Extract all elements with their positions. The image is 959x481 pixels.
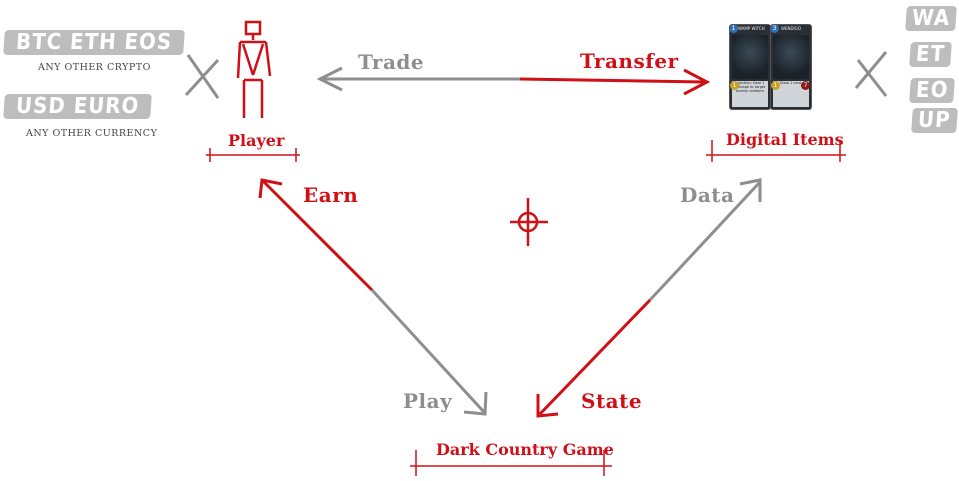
cost-gem: 1 <box>730 25 738 33</box>
fiat-chip: USD EURO <box>3 94 153 119</box>
crypto-chip: BTC ETH EOS <box>3 30 185 55</box>
card-title: WENDIGO <box>781 26 801 31</box>
earn-line <box>260 178 374 292</box>
player-bracket <box>206 148 300 162</box>
game-bracket <box>410 450 612 476</box>
transfer-line <box>519 77 706 84</box>
data-arrowhead <box>739 178 762 202</box>
right-chip-2: ET <box>909 42 952 67</box>
digital-items-label: Digital Items <box>726 130 844 149</box>
state-line <box>538 298 652 416</box>
left-x-mark <box>184 54 220 99</box>
game-label: Dark Country Game <box>436 440 614 459</box>
items-bracket <box>706 140 846 162</box>
right-chip-4: UP <box>911 108 958 133</box>
card-swamp-witch: SWAMP WITCH Injection: Deal 1 damage to … <box>729 24 771 110</box>
earn-arrowhead <box>258 178 283 199</box>
cost-gem: 3 <box>771 25 779 33</box>
state-arrowhead <box>536 394 559 418</box>
transfer-arrowhead <box>683 68 711 96</box>
play-arrowhead <box>463 391 488 416</box>
card-art <box>732 35 768 79</box>
card-art <box>773 35 809 79</box>
trade-label: Trade <box>358 50 425 74</box>
earn-label: Earn <box>303 183 359 207</box>
crosshair-logo <box>510 198 548 246</box>
play-line <box>370 288 486 414</box>
card-wendigo: WENDIGO Draw 1 card. 3 1 7 <box>770 24 812 110</box>
fiat-subtitle: ANY OTHER CURRENCY <box>26 128 158 139</box>
attack-gem: 1 <box>771 81 780 90</box>
attack-gem: 1 <box>730 81 739 90</box>
player-label: Player <box>228 131 285 150</box>
card-title: SWAMP WITCH <box>735 26 765 31</box>
right-chip-3: EO <box>909 78 956 103</box>
right-chip-1: WA <box>905 6 958 31</box>
transfer-label: Transfer <box>580 49 679 73</box>
state-label: State <box>581 389 643 413</box>
crypto-subtitle: ANY OTHER CRYPTO <box>38 62 151 73</box>
data-label: Data <box>680 183 735 207</box>
health-gem: 7 <box>801 81 810 90</box>
trade-arrowhead <box>316 66 343 92</box>
player-figure <box>236 20 272 118</box>
play-label: Play <box>403 389 453 413</box>
data-line <box>648 180 762 302</box>
right-x-mark <box>854 51 888 97</box>
